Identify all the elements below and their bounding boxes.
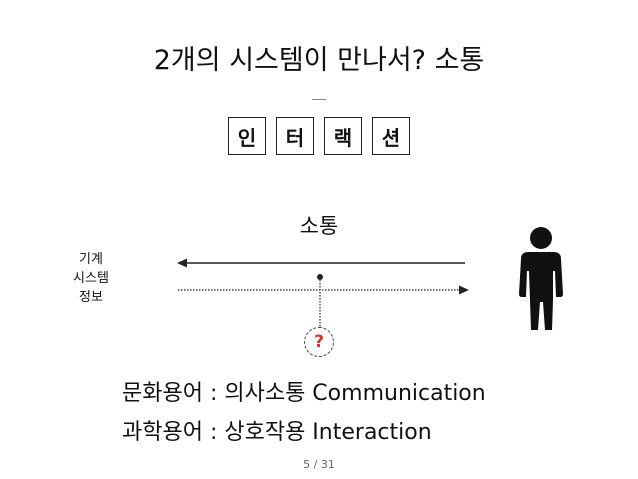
box-char-3: 랙 bbox=[324, 117, 362, 155]
term-communication: 문화용어 : 의사소통 Communication bbox=[122, 381, 486, 406]
term-interaction: 과학용어 : 상호작용 Interaction bbox=[122, 420, 432, 445]
left-label-line-1: 기계 bbox=[79, 252, 103, 267]
question-circle: ? bbox=[304, 327, 334, 357]
box-char-2: 터 bbox=[276, 117, 314, 155]
interaction-boxes: 인 터 랙 션 bbox=[0, 117, 638, 155]
box-char-4: 션 bbox=[372, 117, 410, 155]
person-silhouette-icon bbox=[519, 227, 563, 330]
dotted-arrow-head bbox=[459, 285, 469, 295]
machine-system-label: 기계 시스템 정보 bbox=[66, 250, 116, 307]
left-label-line-2: 시스템 bbox=[73, 271, 109, 286]
center-dot bbox=[317, 274, 323, 280]
slide-title: 2개의 시스템이 만나서? 소통 bbox=[153, 45, 485, 76]
left-label-line-3: 정보 bbox=[79, 290, 103, 305]
title-underline bbox=[312, 99, 326, 100]
solid-arrow-head bbox=[177, 258, 187, 268]
box-char-1: 인 bbox=[228, 117, 266, 155]
page-number: 5 / 31 bbox=[303, 458, 335, 471]
communication-label: 소통 bbox=[299, 214, 339, 238]
